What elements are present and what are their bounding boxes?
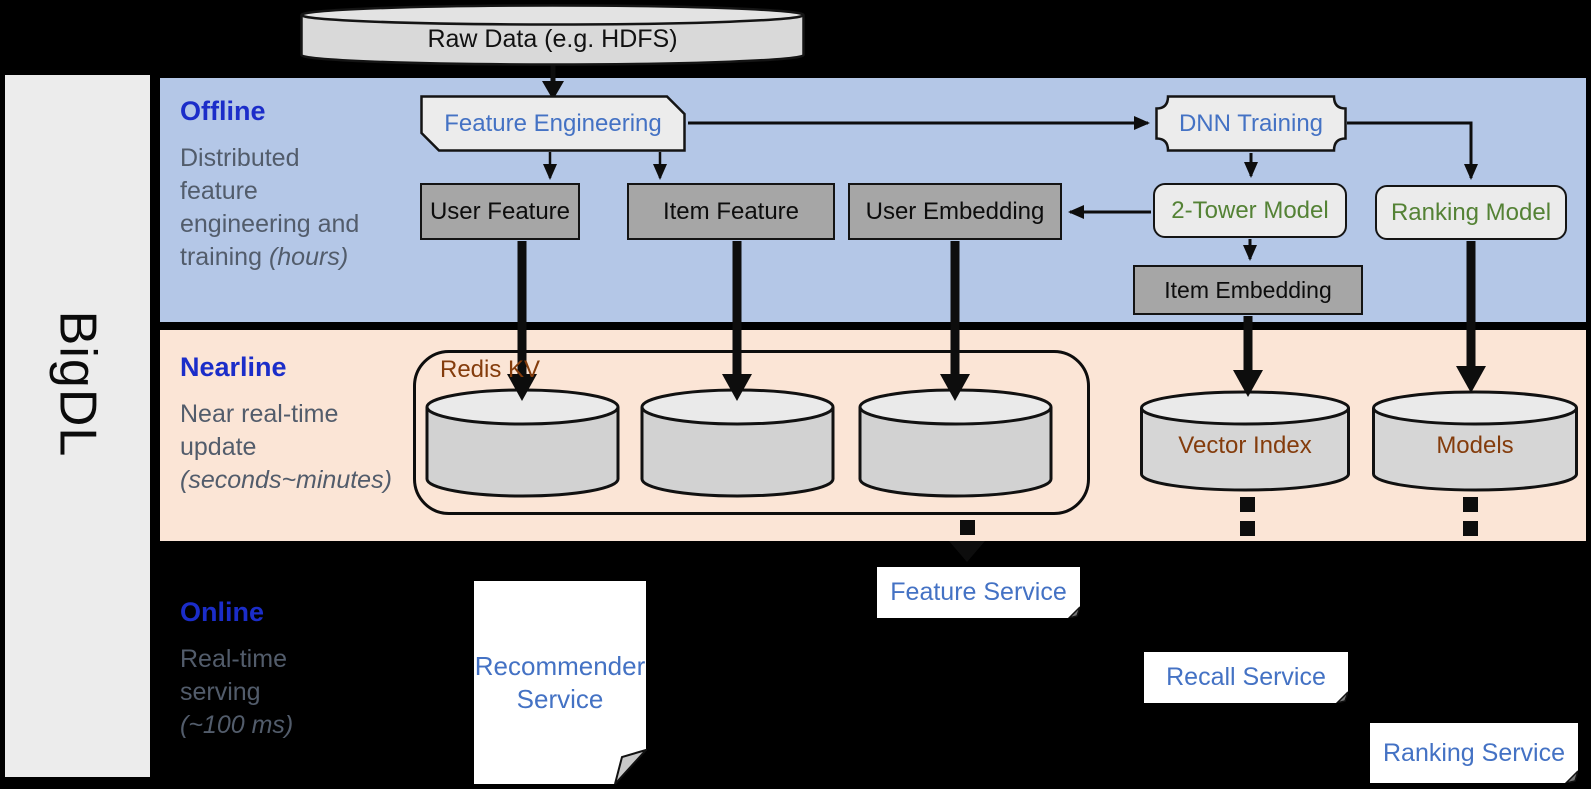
recommender-service-label: Recommender Service	[474, 651, 646, 714]
online-desc-line: serving	[180, 678, 261, 706]
dnn-training-label: DNN Training	[1178, 109, 1324, 137]
ranking-service-node: Ranking Service	[1370, 723, 1578, 783]
nearline-desc-line: update	[180, 433, 257, 461]
user-feature-node: User Feature	[420, 183, 580, 240]
offline-desc-line: engineering and	[180, 210, 360, 238]
raw-data-store: Raw Data (e.g. HDFS)	[300, 4, 805, 66]
user-embedding-label: User Embedding	[865, 197, 1045, 225]
user-feature-label: User Feature	[429, 197, 571, 225]
vector-index-cylinder: Vector Index	[1140, 390, 1350, 492]
online-desc-line: (~100 ms)	[180, 709, 293, 742]
models-cylinder: Models	[1372, 390, 1578, 492]
nearline-title: Nearline	[180, 352, 287, 382]
offline-desc-line: feature	[180, 177, 258, 205]
recall-service-label: Recall Service	[1166, 663, 1326, 691]
arrow-item-feature-to-redis	[722, 241, 752, 401]
item-feature-node: Item Feature	[627, 183, 835, 240]
cylinder-shape	[425, 388, 620, 498]
nearline-latency: (seconds~minutes)	[180, 466, 392, 494]
user-embedding-node: User Embedding	[848, 183, 1062, 240]
offline-desc-line: Distributed	[180, 144, 300, 172]
dashed-arrow-redis-to-feature-service	[949, 520, 985, 562]
nearline-desc-line: (seconds~minutes)	[180, 464, 392, 497]
plaque-shape	[1155, 95, 1347, 152]
ranking-model-node: Ranking Model	[1375, 185, 1567, 240]
dashed-arrow-models-to-ranking-service	[1463, 497, 1478, 536]
folded-card-shape	[1370, 723, 1578, 783]
vector-index-label: Vector Index	[1178, 432, 1312, 459]
cylinder-shape	[858, 388, 1053, 498]
arrow-user-feature-to-redis	[507, 241, 537, 401]
arrow-ranking-model-to-models	[1456, 241, 1486, 393]
arrow-item-embedding-to-vector-index	[1233, 316, 1263, 397]
cylinder-shape	[1140, 390, 1350, 492]
ranking-service-label: Ranking Service	[1382, 738, 1566, 767]
snip-rectangle-shape	[420, 95, 686, 152]
redis-cylinder-3	[858, 388, 1053, 498]
online-latency: (~100 ms)	[180, 711, 294, 739]
online-desc-line: Real-time	[180, 645, 287, 673]
online-desc: Real-time serving (~100 ms)	[180, 643, 293, 742]
document-shape	[474, 581, 647, 785]
two-tower-model-node: 2-Tower Model	[1153, 183, 1347, 238]
feature-service-node: Feature Service	[877, 567, 1080, 618]
raw-data-label: Raw Data (e.g. HDFS)	[427, 24, 678, 53]
nearline-desc: Near real-time update (seconds~minutes)	[180, 398, 392, 497]
offline-latency: (hours)	[268, 243, 349, 271]
feature-engineering-label: Feature Engineering	[444, 109, 662, 137]
redis-cylinder-2	[640, 388, 835, 498]
models-label: Models	[1436, 432, 1514, 459]
arrow-dnn-to-ranking-model	[1347, 121, 1478, 180]
offline-desc: Distributed feature engineering and trai…	[180, 142, 359, 274]
recall-service-node: Recall Service	[1144, 652, 1348, 703]
cylinder-shape	[300, 4, 805, 66]
item-embedding-node: Item Embedding	[1133, 265, 1363, 315]
online-title: Online	[180, 597, 265, 627]
nearline-desc-line: Near real-time	[180, 400, 339, 428]
redis-kv-label: Redis KV	[440, 356, 541, 383]
dashed-arrow-vector-index-to-recall-service	[1240, 497, 1255, 536]
feature-engineering-node: Feature Engineering	[420, 95, 686, 152]
item-embedding-label: Item Embedding	[1164, 276, 1332, 303]
recommender-service-node: Recommender Service	[473, 580, 647, 785]
cylinder-shape	[640, 388, 835, 498]
bigdl-side-bar: BigDL	[5, 75, 150, 777]
dnn-training-node: DNN Training	[1155, 95, 1347, 152]
redis-kv-container	[413, 350, 1090, 515]
redis-cylinder-1	[425, 388, 620, 498]
ranking-model-label: Ranking Model	[1390, 198, 1552, 226]
cylinder-shape	[1372, 390, 1578, 492]
folded-card-shape	[1144, 652, 1348, 703]
folded-card-shape	[877, 567, 1080, 618]
feature-service-label: Feature Service	[890, 578, 1067, 606]
two-tower-model-label: 2-Tower Model	[1171, 196, 1329, 224]
item-feature-label: Item Feature	[662, 197, 800, 225]
offline-title: Offline	[180, 96, 266, 126]
offline-desc-line: training (hours)	[180, 243, 349, 271]
arrow-user-embedding-to-redis	[940, 241, 970, 401]
